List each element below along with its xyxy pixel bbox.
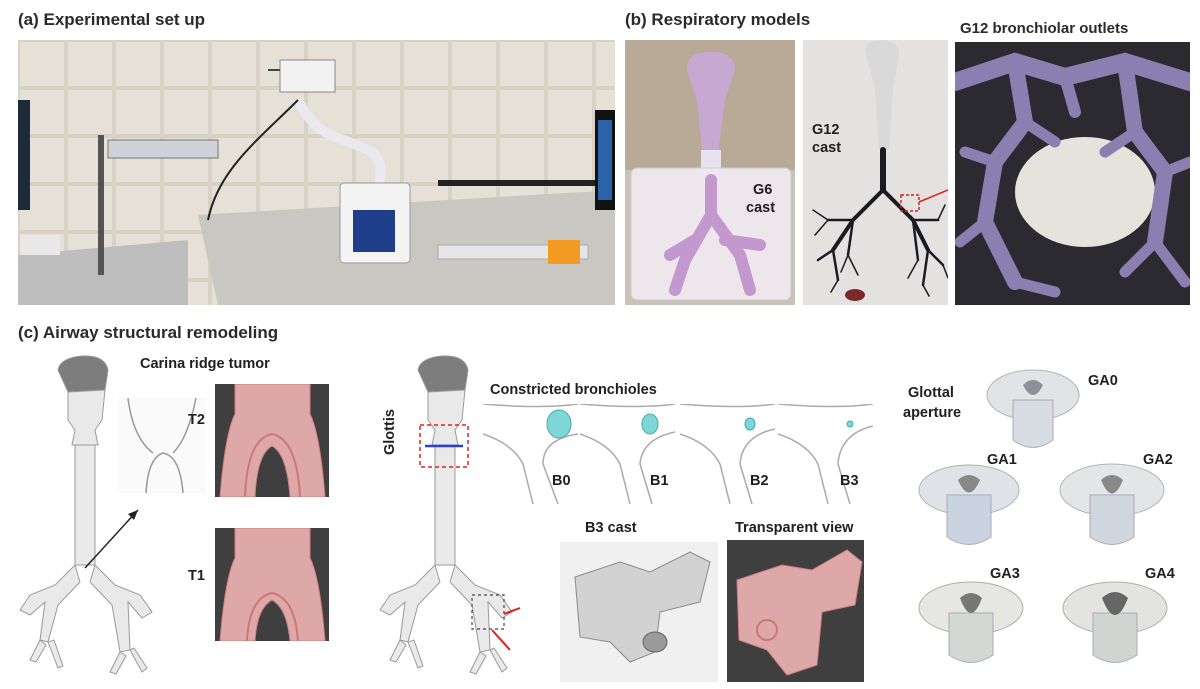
b3-cast-render [560, 542, 718, 682]
glottal-label-line1: Glottal [908, 385, 954, 401]
g6-label-line1: G6 [753, 182, 773, 198]
transparent-view-title: Transparent view [735, 520, 854, 536]
carina-inset [118, 398, 206, 493]
b3-label: B3 [840, 473, 859, 489]
g6-label-line2: cast [746, 200, 776, 216]
constricted-title: Constricted bronchioles [490, 382, 657, 398]
g12-label-line2: cast [812, 140, 842, 156]
panel-b-heading: (b) Respiratory models [625, 10, 811, 29]
outlets-title: G12 bronchiolar outlets [960, 20, 1129, 37]
t2-render [215, 384, 329, 497]
panel-a-heading: (a) Experimental set up [18, 10, 206, 29]
g12-label-line1: G12 [812, 122, 840, 138]
ga2-label: GA2 [1143, 452, 1173, 468]
ga2-render [1055, 455, 1170, 555]
t1-label: T1 [188, 568, 205, 584]
ga0-label: GA0 [1088, 373, 1118, 389]
ga4-render [1058, 570, 1173, 675]
panel-c-heading: (c) Airway structural remodeling [18, 323, 279, 342]
g12-cast-photo [803, 40, 948, 305]
glottal-label-line2: aperture [903, 405, 962, 421]
ga3-render [914, 570, 1029, 675]
glottis-label: Glottis [382, 409, 398, 455]
g6-cast-photo [625, 40, 795, 305]
b3-cast-title: B3 cast [585, 520, 637, 536]
ga0-render [983, 360, 1083, 460]
b2-render [680, 404, 775, 504]
transparent-view-render [727, 540, 864, 682]
airway-model-carina [10, 350, 160, 680]
b0-render [483, 404, 578, 504]
ga1-render [914, 455, 1024, 555]
ga1-label: GA1 [987, 452, 1017, 468]
experimental-setup-photo [18, 40, 615, 305]
b1-render [580, 404, 675, 504]
ga4-label: GA4 [1145, 566, 1175, 582]
ga3-label: GA3 [990, 566, 1020, 582]
b0-label: B0 [552, 473, 571, 489]
t2-label: T2 [188, 412, 205, 428]
airway-model-glottis [370, 350, 530, 680]
b3-render [778, 404, 873, 504]
b1-label: B1 [650, 473, 669, 489]
carina-title: Carina ridge tumor [140, 356, 270, 372]
b2-label: B2 [750, 473, 769, 489]
t1-render [215, 528, 329, 641]
g12-outlets-photo [955, 42, 1190, 305]
